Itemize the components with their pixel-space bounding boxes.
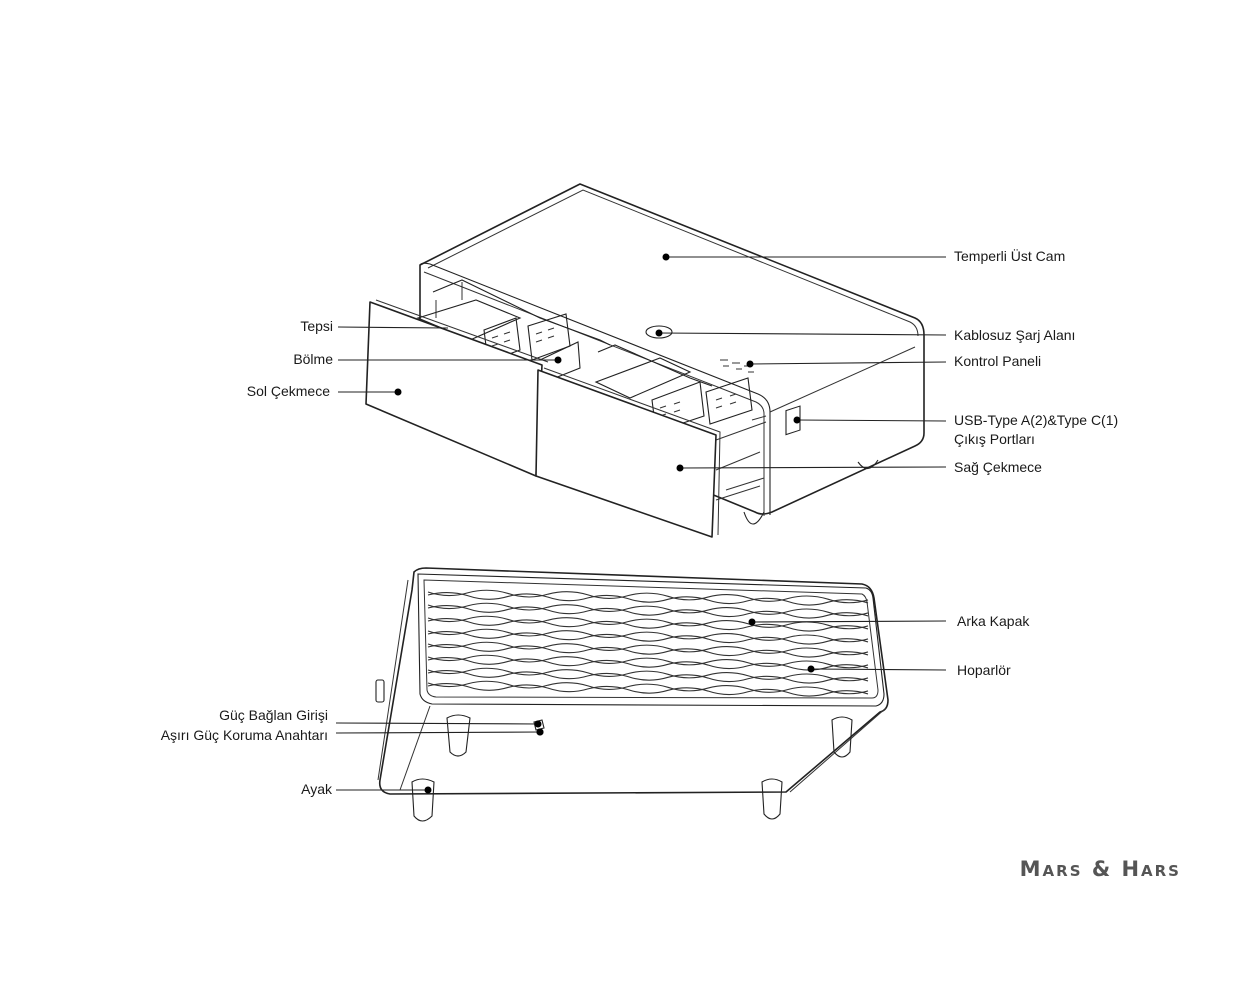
label-kablosuz-sarj: Kablosuz Şarj Alanı <box>954 327 1075 343</box>
back-body <box>378 567 889 795</box>
label-asiri-guc: Aşırı Güç Koruma Anahtarı <box>161 727 328 743</box>
foot-top-mid <box>743 511 765 525</box>
speaker-wave-line <box>427 591 869 606</box>
brand-logo: Mars & Hars <box>1020 857 1181 881</box>
label-hoparlor: Hoparlör <box>957 662 1011 678</box>
foot-front-left <box>411 778 435 822</box>
label-bolme: Bölme <box>293 351 333 367</box>
speaker-wave-line <box>427 656 869 671</box>
speaker-wave-line <box>427 667 869 682</box>
speaker-wave-line <box>427 628 869 643</box>
labels: Temperli Üst Cam Kablosuz Şarj Alanı Kon… <box>161 247 1118 797</box>
label-kontrol-paneli: Kontrol Paneli <box>954 353 1041 369</box>
top-glass-edge <box>427 189 919 337</box>
back-cover <box>417 573 885 707</box>
table-body <box>419 183 925 515</box>
speaker-wave-line <box>427 643 869 658</box>
speaker-wave-line <box>427 654 869 669</box>
side-handle <box>375 679 385 703</box>
label-ayak: Ayak <box>301 781 333 797</box>
speaker-wave-line <box>427 669 869 684</box>
speaker-wave-line <box>427 641 869 656</box>
foot-back-right <box>831 716 853 758</box>
speaker-wave-line <box>427 617 869 632</box>
top-front-edge <box>419 262 771 515</box>
label-sol-cekmece: Sol Çekmece <box>247 383 330 399</box>
table-back-view <box>375 567 889 822</box>
label-temperli-ust-cam: Temperli Üst Cam <box>954 247 1065 264</box>
label-guc-girisi: Güç Bağlan Girişi <box>219 707 328 723</box>
callouts <box>335 253 947 794</box>
power-input <box>533 719 545 731</box>
foot-back-left <box>446 714 471 757</box>
speaker-wave-line <box>427 615 869 630</box>
speaker-wave-line <box>427 604 869 619</box>
label-sag-cekmece: Sağ Çekmece <box>954 459 1042 475</box>
right-drawer-front <box>535 369 717 538</box>
speaker-wave-line <box>427 589 869 604</box>
foot-top-right <box>857 459 879 470</box>
speaker-wave-line <box>427 682 869 697</box>
speaker-wave-line <box>427 680 869 695</box>
label-arka-kapak: Arka Kapak <box>957 613 1030 629</box>
table-front-view <box>365 183 925 538</box>
speaker-wave-line <box>427 630 869 645</box>
foot-front-right <box>761 778 783 820</box>
label-tepsi: Tepsi <box>300 318 333 334</box>
label-usb-ports-line2: Çıkış Portları <box>954 431 1035 447</box>
speaker-grille <box>427 589 869 697</box>
label-usb-ports-line1: USB-Type A(2)&Type C(1) <box>954 412 1118 428</box>
wireless-charging-pad <box>645 325 673 339</box>
speaker-wave-line <box>427 602 869 617</box>
usb-port <box>785 405 801 436</box>
